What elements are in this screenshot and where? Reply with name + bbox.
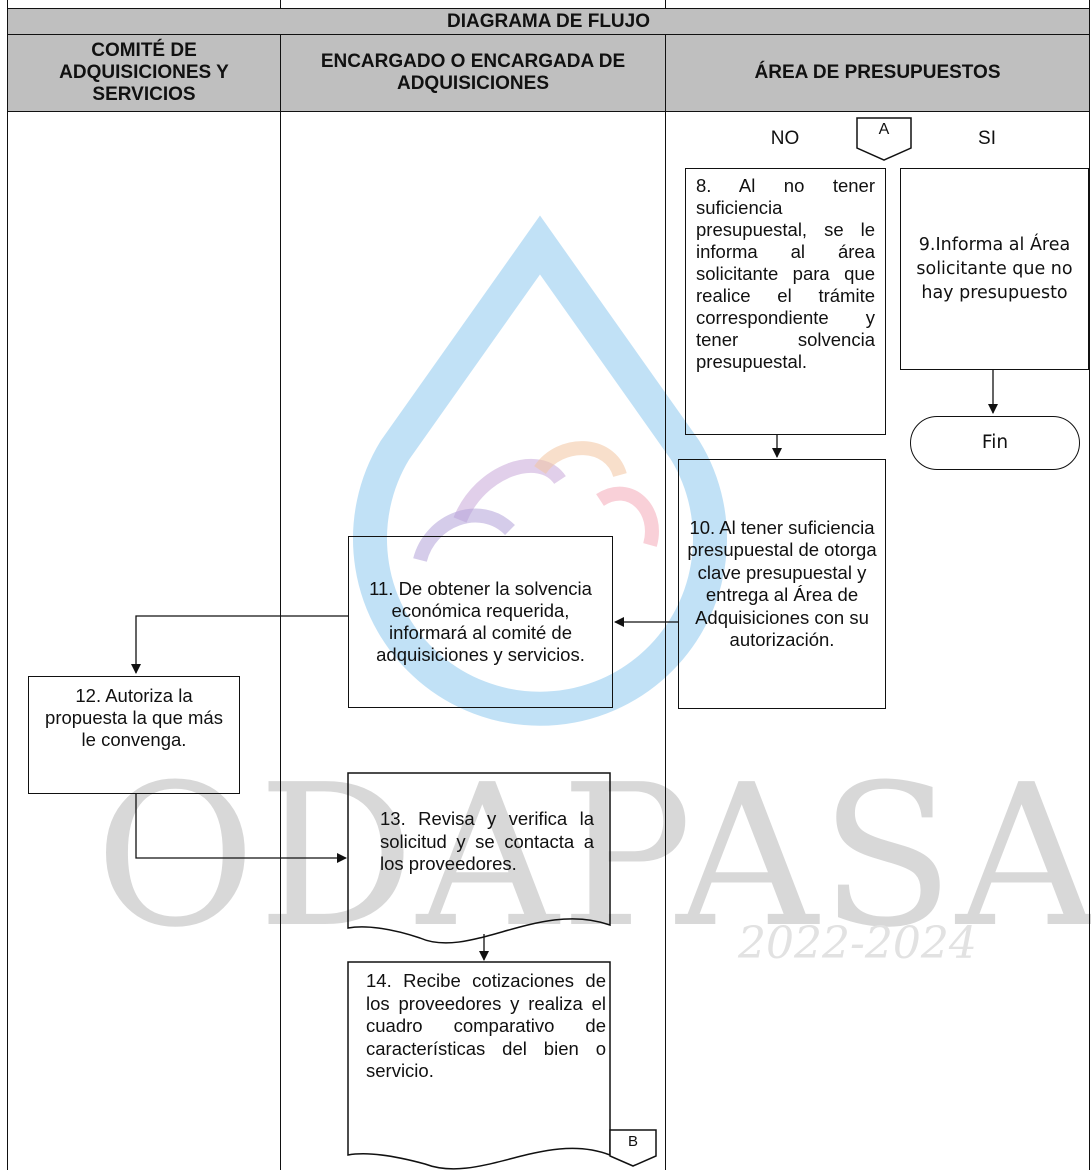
step-9-text: 9.Informa al Área solicitante que no hay… (916, 235, 1073, 303)
connector-a-label: A (878, 121, 890, 138)
lane-divider-2 (665, 0, 666, 1170)
end-terminator-label: Fin (981, 432, 1009, 453)
lane-divider-1 (280, 0, 281, 1170)
step-8-text: 8. Al no tener suficiencia presupuestal,… (696, 175, 875, 372)
step-11-text: 11. De obtener la solvencia económica re… (369, 578, 592, 665)
arrow-12-to-13 (135, 794, 347, 863)
column-header-presupuestos: ÁREA DE PRESUPUESTOS (665, 34, 1090, 112)
connector-b-label: B (627, 1133, 638, 1150)
watermark-years: 2022-2024 (738, 918, 977, 969)
column-header-encargado: ENCARGADO O ENCARGADA DE ADQUISICIONES (280, 34, 666, 112)
lane-border-left (7, 0, 8, 1170)
step-8-box: 8. Al no tener suficiencia presupuestal,… (685, 168, 886, 435)
step-9-box: 9.Informa al Área solicitante que no hay… (900, 168, 1089, 370)
diagram-title: DIAGRAMA DE FLUJO (7, 8, 1090, 35)
end-terminator: Fin (910, 416, 1080, 470)
step-10-text: 10. Al tener suficiencia presupuestal de… (687, 516, 877, 651)
lane-border-right (1089, 0, 1090, 1170)
arrow-11-to-12 (131, 615, 348, 674)
step-12-box: 12. Autoriza la propuesta la que más le … (28, 676, 240, 794)
step-14-text: 14. Recibe cotizaciones de los proveedor… (366, 970, 606, 1081)
step-10-box: 10. Al tener suficiencia presupuestal de… (678, 459, 886, 709)
decision-no-label: NO (770, 128, 800, 149)
step-11-box: 11. De obtener la solvencia económica re… (348, 536, 613, 708)
decision-si-label: SI (978, 128, 996, 149)
step-13-text: 13. Revisa y verifica la solicitud y se … (380, 808, 594, 874)
step-12-text: 12. Autoriza la propuesta la que más le … (45, 685, 223, 750)
column-header-comite: COMITÉ DE ADQUISICIONES Y SERVICIOS (7, 34, 281, 112)
